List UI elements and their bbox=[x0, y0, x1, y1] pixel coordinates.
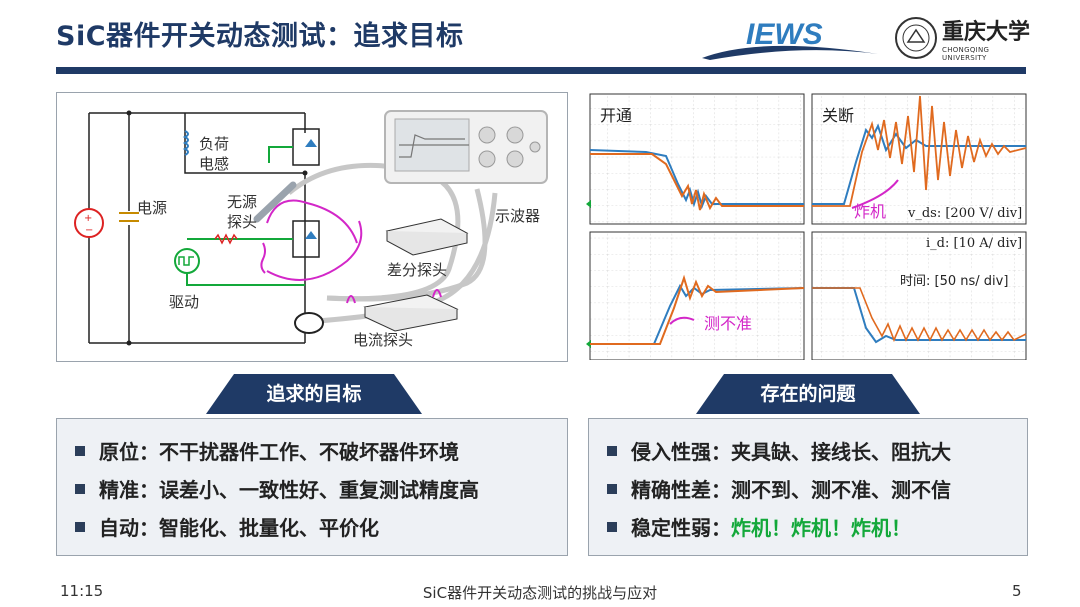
jews-logo: IEWS bbox=[702, 18, 878, 60]
label-explode: 炸机 bbox=[854, 202, 887, 221]
title-underline bbox=[56, 67, 1026, 74]
problems-banner: 存在的问题 bbox=[696, 374, 920, 414]
waveform-plots bbox=[586, 93, 1027, 360]
label-time-scale: 时间: [50 ns/ div] bbox=[900, 270, 1009, 289]
label-passive-probe-2: 探头 bbox=[227, 213, 258, 231]
cqu-name-cn: 重庆大学 bbox=[942, 19, 1031, 45]
explode-highlight: 炸机！炸机！炸机！ bbox=[731, 516, 911, 540]
svg-text:−: − bbox=[85, 225, 93, 236]
goal-item: 原位：不干扰器件工作、不破坏器件环境 bbox=[75, 433, 567, 471]
problems-banner-text: 存在的问题 bbox=[760, 383, 856, 405]
svg-text:IEWS: IEWS bbox=[746, 18, 823, 51]
bullet-square-icon bbox=[75, 484, 85, 494]
bullet-square-icon bbox=[607, 446, 617, 456]
svg-text:+: + bbox=[84, 213, 92, 224]
label-drive: 驱动 bbox=[169, 293, 200, 311]
footer-title: SiC器件开关动态测试的挑战与应对 bbox=[422, 584, 658, 602]
label-inaccurate: 测不准 bbox=[704, 314, 753, 333]
goals-banner: 追求的目标 bbox=[206, 374, 422, 414]
goals-box: 原位：不干扰器件工作、不破坏器件环境 精准：误差小、一致性好、重复测试精度高 自… bbox=[56, 418, 568, 556]
bullet-square-icon bbox=[607, 522, 617, 532]
cqu-logo: 重庆大学 CHONGQING UNIVERSITY bbox=[894, 12, 1034, 64]
page-number: 5 bbox=[1012, 582, 1022, 600]
label-current-probe: 电流探头 bbox=[353, 331, 414, 349]
cqu-name-en: CHONGQING UNIVERSITY bbox=[942, 46, 990, 62]
footer-time: 11:15 bbox=[60, 582, 104, 600]
label-vds-scale: v_ds: [200 V/ div] bbox=[908, 206, 1023, 221]
problems-box: 侵入性强：夹具缺、接线长、阻抗大 精确性差：测不到、测不准、测不信 稳定性弱：炸… bbox=[588, 418, 1028, 556]
circuit-schematic: +− bbox=[74, 110, 548, 346]
goals-banner-text: 追求的目标 bbox=[266, 383, 362, 405]
goal-item: 自动：智能化、批量化、平价化 bbox=[75, 509, 567, 547]
bullet-square-icon bbox=[607, 484, 617, 494]
bullet-square-icon bbox=[75, 522, 85, 532]
goal-item: 精准：误差小、一致性好、重复测试精度高 bbox=[75, 471, 567, 509]
label-load-inductor-2: 电感 bbox=[199, 155, 230, 173]
label-id-scale: i_d: [10 A/ div] bbox=[926, 236, 1023, 251]
label-power-supply: 电源 bbox=[137, 199, 168, 217]
problem-item: 精确性差：测不到、测不准、测不信 bbox=[607, 471, 1027, 509]
test-circuit-diagram: +− bbox=[56, 92, 568, 362]
slide-title: SiC器件开关动态测试：追求目标 bbox=[56, 21, 464, 52]
problem-item: 稳定性弱：炸机！炸机！炸机！ bbox=[607, 509, 1027, 547]
label-turn-on: 开通 bbox=[600, 106, 633, 125]
label-diff-probe: 差分探头 bbox=[387, 261, 448, 279]
label-passive-probe-1: 无源 bbox=[227, 193, 258, 211]
problem-item: 侵入性强：夹具缺、接线长、阻抗大 bbox=[607, 433, 1027, 471]
cqu-seal-icon bbox=[895, 17, 937, 59]
waveform-panel: 开通 关断 炸机 测不准 v_ds: [200 V/ div] i_d: [10… bbox=[586, 92, 1028, 360]
label-oscilloscope: 示波器 bbox=[495, 207, 541, 225]
bullet-square-icon bbox=[75, 446, 85, 456]
label-load-inductor-1: 负荷 bbox=[199, 135, 230, 153]
label-turn-off: 关断 bbox=[822, 106, 855, 125]
